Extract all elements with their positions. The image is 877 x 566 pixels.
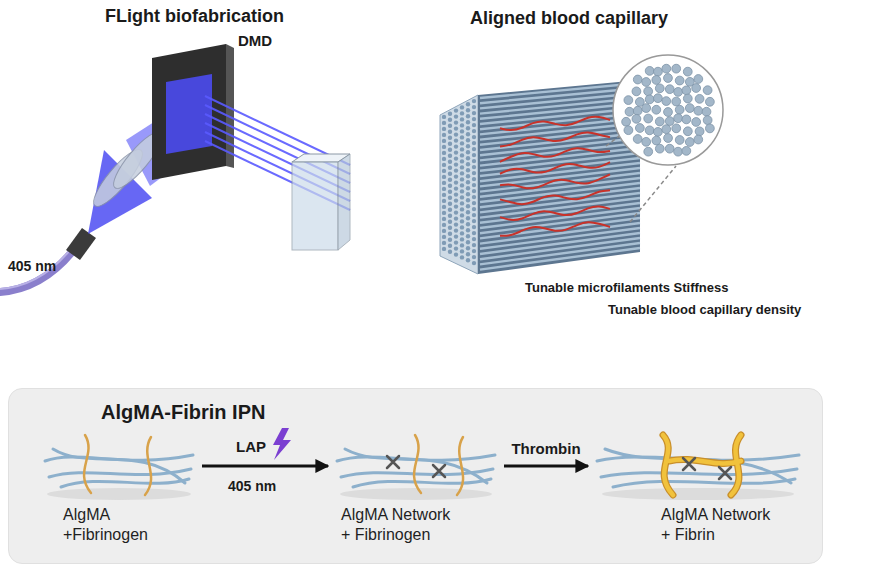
network-stage: AlgMA Network + Fibrinogen bbox=[331, 431, 501, 545]
magnifier bbox=[606, 55, 723, 222]
light-bolt bbox=[273, 428, 291, 460]
panel-band: AlgMA-Fibrin IPN AlgMA +Fibrinogen AlgMA N… bbox=[8, 388, 823, 564]
component-label: DMD bbox=[238, 32, 272, 49]
cuvette bbox=[292, 154, 350, 250]
wavelength-label: 405 nm bbox=[8, 258, 56, 274]
stage-label: AlgMA +Fibrinogen bbox=[63, 505, 163, 545]
process-arrow bbox=[202, 465, 328, 468]
reagent-label: Thrombin bbox=[511, 440, 580, 457]
network-stage: AlgMA +Fibrinogen bbox=[39, 431, 199, 545]
process-arrow bbox=[504, 465, 588, 468]
wavelength-label: 405 nm bbox=[228, 478, 276, 494]
network-illustration bbox=[591, 431, 806, 501]
network-illustration bbox=[39, 431, 199, 501]
fiber-optic-cable bbox=[0, 228, 96, 292]
reagent-label: LAP bbox=[236, 438, 266, 455]
panel-heading: AlgMA-Fibrin IPN bbox=[101, 401, 265, 424]
stage-label: AlgMA Network + Fibrinogen bbox=[341, 505, 459, 545]
network-stage: AlgMA Network + Fibrin bbox=[591, 431, 806, 545]
figure-title: Aligned blood capillary bbox=[470, 8, 668, 29]
property-label: Tunable blood capillary density bbox=[608, 302, 801, 317]
capillary-block bbox=[440, 80, 640, 274]
property-label: Tunable microfilaments Stiffness bbox=[525, 280, 728, 295]
figure-title: FLight biofabrication bbox=[105, 6, 284, 27]
network-illustration bbox=[331, 431, 501, 501]
stage-label: AlgMA Network + Fibrin bbox=[661, 505, 779, 545]
